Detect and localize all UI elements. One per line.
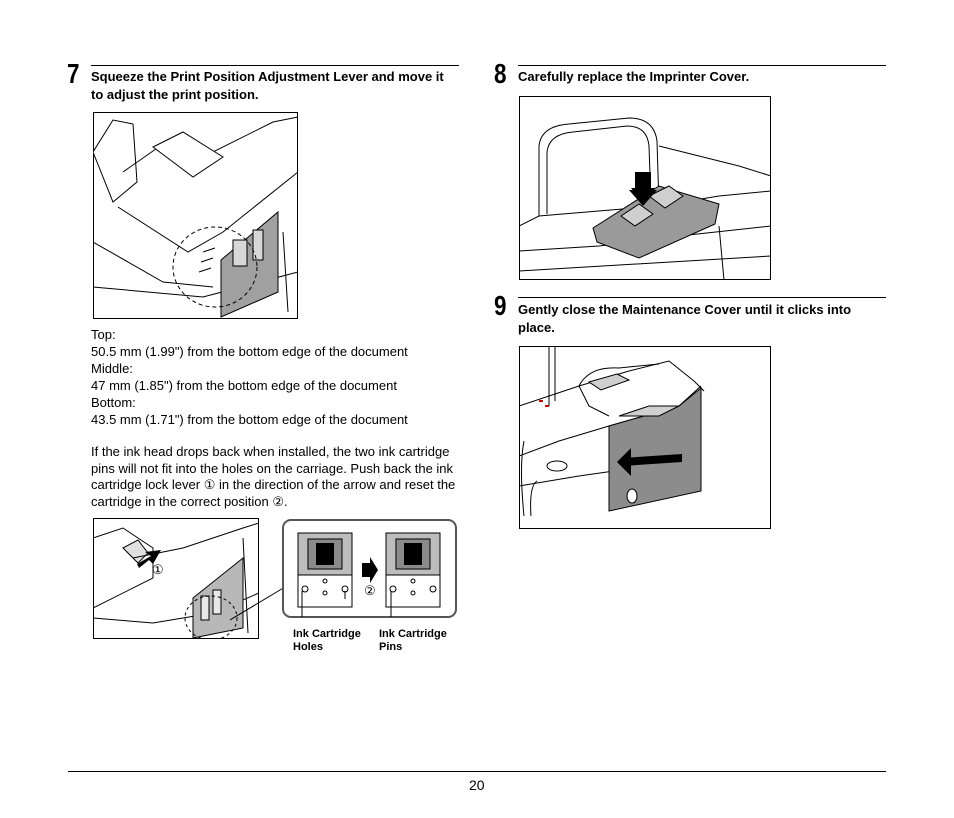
callout-1-lever: ① (152, 562, 164, 577)
step9-heading: Gently close the Maintenance Cover until… (518, 301, 888, 337)
note-line-1: If the ink head drops back when installe… (91, 444, 450, 459)
step7-heading-line1: Squeeze the Print Position Adjustment Le… (91, 69, 444, 84)
step7-heading: Squeeze the Print Position Adjustment Le… (91, 68, 461, 104)
step8-rule (518, 65, 886, 66)
callout-2-position: ② (364, 583, 376, 598)
position-top-value: 50.5 mm (1.99") from the bottom edge of … (91, 344, 408, 359)
print-position-list: Top: 50.5 mm (1.99") from the bottom edg… (91, 326, 461, 428)
imprinter-cover-illustration (519, 96, 771, 280)
position-top-label: Top: (91, 327, 116, 342)
caption-pins-line2: Pins (379, 641, 403, 653)
step8-number: 8 (494, 58, 507, 89)
page-number: 20 (469, 777, 485, 793)
step7-heading-line2: to adjust the print position. (91, 87, 259, 102)
note-line-3: cartridge lock lever ① in the direction … (91, 477, 456, 492)
ink-head-note: If the ink head drops back when installe… (91, 444, 461, 510)
lock-lever-illustration (93, 518, 259, 639)
note-line-4: cartridge in the correct position ②. (91, 493, 288, 509)
cartridge-inset (282, 519, 457, 618)
note-line-2: pins will not fit into the holes on the … (91, 460, 454, 476)
lever-illustration (93, 112, 298, 319)
caption-holes-line2: Holes (293, 641, 323, 653)
step9-rule (518, 297, 886, 298)
step9-number: 9 (494, 290, 507, 321)
connector-line (230, 586, 286, 621)
step9-heading-line1: Gently close the Maintenance Cover until… (518, 302, 852, 317)
footer-rule (68, 771, 886, 772)
step7-number: 7 (67, 58, 80, 89)
position-bottom-label: Bottom: (91, 395, 136, 410)
position-bottom-value: 43.5 mm (1.71") from the bottom edge of … (91, 412, 408, 427)
caption-holes-line1: Ink Cartridge (293, 628, 361, 640)
step9-heading-line2: place. (518, 320, 555, 335)
step8-heading: Carefully replace the Imprinter Cover. (518, 69, 750, 84)
caption-ink-cartridge-pins: Ink Cartridge Pins (379, 628, 447, 654)
position-middle-label: Middle: (91, 361, 133, 376)
caption-ink-cartridge-holes: Ink Cartridge Holes (293, 628, 361, 654)
caption-pins-line1: Ink Cartridge (379, 628, 447, 640)
position-middle-value: 47 mm (1.85") from the bottom edge of th… (91, 378, 397, 393)
step7-rule (91, 65, 459, 66)
maintenance-cover-illustration (519, 346, 771, 529)
